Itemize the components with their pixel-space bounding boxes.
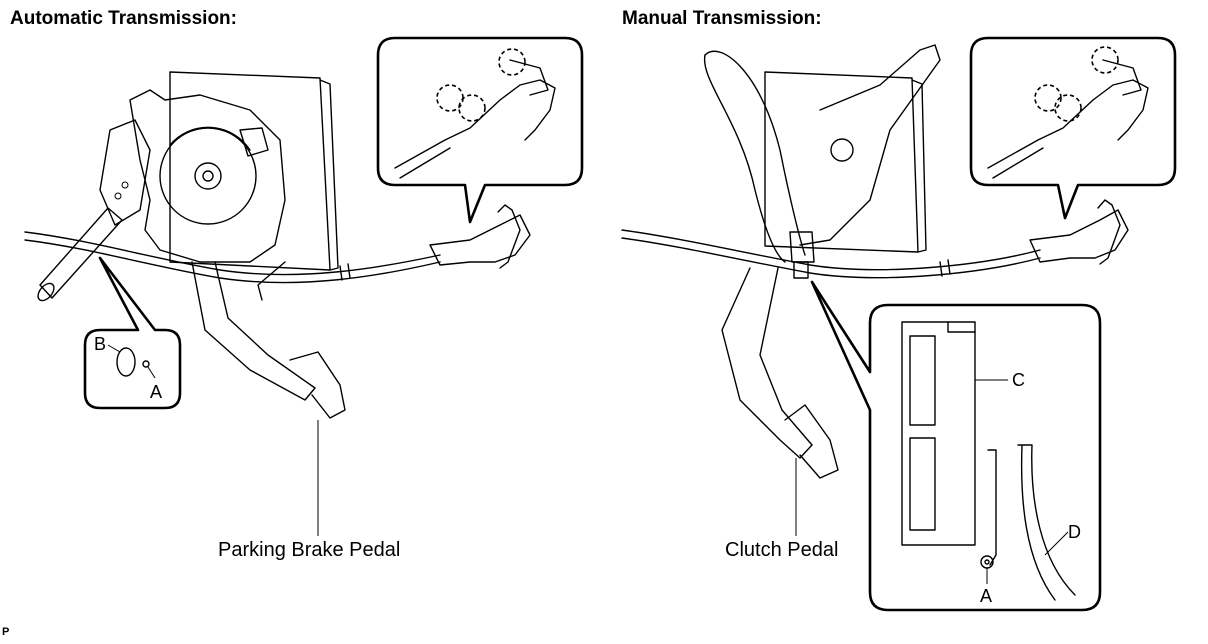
- auto-pedal-link: [257, 261, 286, 301]
- automatic-assembly: B A Parking Brake Pedal: [24, 36, 584, 561]
- auto-detail-a-point: [142, 360, 150, 368]
- manual-curved-lever: [704, 50, 806, 256]
- automatic-transmission-title: Automatic Transmission:: [10, 8, 237, 29]
- auto-sector: [159, 127, 257, 225]
- auto-b-leader: [107, 344, 121, 353]
- manual-zoom-claw-1: [1091, 46, 1119, 74]
- manual-cable-clamp: [793, 261, 809, 279]
- auto-zoom-bubble: [376, 36, 584, 224]
- manual-zoom-claw-3: [1054, 94, 1082, 122]
- manual-cable-end-bracket: [1029, 209, 1129, 263]
- auto-zoom-claw-1: [498, 48, 526, 76]
- auto-cable-lower: [24, 239, 441, 284]
- auto-sector-arc: [169, 126, 251, 151]
- auto-pivot-center: [202, 170, 214, 182]
- manual-transmission-title: Manual Transmission:: [622, 8, 822, 29]
- manual-cable-upper: [621, 229, 1041, 271]
- auto-housing: [129, 89, 286, 263]
- auto-zoom-cable: [394, 79, 556, 169]
- manual-d-leader: [1044, 531, 1069, 556]
- manual-cable-clip: [939, 259, 951, 277]
- auto-a-leader: [147, 366, 156, 379]
- clutch-pedal-label: Clutch Pedal: [725, 539, 838, 561]
- manual-detail-a-center: [984, 559, 990, 565]
- auto-side-lever: [99, 119, 151, 226]
- manual-pedal-arm: [721, 267, 813, 459]
- manual-assembly: C D A Clutch Pedal: [621, 36, 1177, 612]
- auto-callout-a: A: [150, 382, 162, 402]
- manual-bracket-hole: [830, 138, 854, 162]
- parking-brake-pedal-label: Parking Brake Pedal: [218, 539, 400, 561]
- auto-lever-hole-2: [114, 192, 122, 200]
- manual-detail-bubble: [810, 280, 1102, 612]
- manual-detail-slots: [909, 335, 936, 531]
- auto-lever-hole: [121, 181, 129, 189]
- auto-callout-b: B: [94, 334, 106, 354]
- auto-detail-bubble: [83, 256, 182, 410]
- auto-pedal-arm: [191, 261, 316, 401]
- manual-back-plate: [764, 71, 919, 253]
- auto-pivot: [194, 162, 222, 190]
- auto-cable-clip: [339, 263, 351, 281]
- auto-spring-block: [239, 127, 269, 157]
- auto-cable-upper: [24, 231, 441, 276]
- manual-cable-lower: [621, 237, 1041, 279]
- footer-mark: P: [2, 626, 10, 638]
- auto-zoom-claw-3: [458, 94, 486, 122]
- auto-rod-end: [37, 282, 55, 302]
- auto-zoom-cable-2: [399, 147, 451, 179]
- auto-cable-end-bracket: [429, 214, 531, 266]
- auto-end-hook: [497, 204, 521, 269]
- manual-pedal-pad: [784, 404, 839, 479]
- manual-zoom-bubble: [969, 36, 1177, 220]
- auto-pedal-pad: [289, 351, 346, 419]
- manual-zoom-cable-2: [992, 147, 1044, 179]
- manual-bracket: [799, 44, 941, 246]
- manual-zoom-cable: [987, 79, 1149, 169]
- auto-plate-edge: [319, 79, 339, 271]
- auto-back-plate: [169, 71, 331, 271]
- auto-detail-b-shape: [116, 347, 136, 377]
- manual-plate-edge: [911, 79, 927, 253]
- manual-detail-d-part: [1017, 444, 1076, 601]
- manual-callout-d: D: [1068, 522, 1081, 542]
- manual-end-hook: [1097, 199, 1121, 265]
- auto-release-rod: [39, 207, 123, 299]
- manual-curved-lever-inner: [703, 54, 786, 263]
- manual-detail-tab: [947, 321, 976, 333]
- manual-callout-a: A: [980, 586, 992, 606]
- manual-detail-panel: [901, 321, 976, 546]
- manual-switch-block: [789, 231, 815, 263]
- manual-callout-c: C: [1012, 370, 1025, 390]
